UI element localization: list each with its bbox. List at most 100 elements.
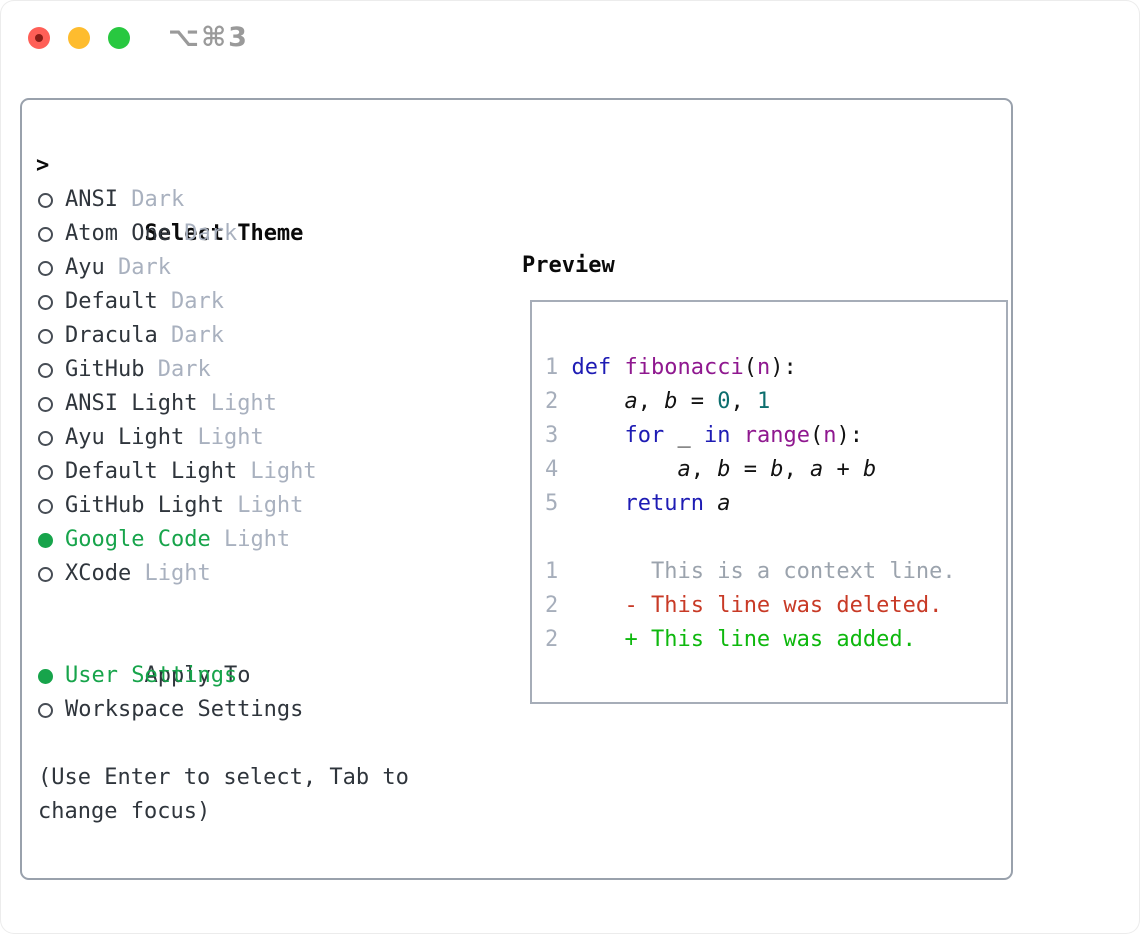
apply-to-title: Apply To (144, 663, 251, 688)
blank-line (545, 521, 1002, 555)
theme-option-github[interactable]: GitHub Dark (22, 353, 492, 387)
code-token: a (809, 457, 824, 482)
theme-name: Ayu (65, 255, 105, 280)
code-token: , (783, 457, 810, 482)
code-token: + (823, 457, 863, 482)
code-token: range (743, 423, 810, 448)
diff-indent (558, 593, 624, 618)
code-token: ): (770, 355, 797, 380)
diff-line-deleted: 2 - This line was deleted. (545, 589, 1002, 623)
code-token: b (862, 457, 877, 482)
line-number: 2 (545, 389, 559, 414)
theme-option-ayu-light[interactable]: Ayu Light Light (22, 421, 492, 455)
zoom-button[interactable] (108, 27, 130, 49)
theme-variant: Light (197, 391, 277, 416)
minimize-button[interactable] (68, 27, 90, 49)
theme-variant: Dark (104, 255, 171, 280)
code-token: = (677, 389, 718, 414)
line-number: 3 (545, 423, 559, 448)
code-token: n (823, 423, 837, 448)
diff-line-added: 2 + This line was added. (545, 623, 1002, 657)
circle-icon (38, 193, 53, 208)
radio-unselected-icon (36, 319, 58, 353)
theme-option-github-light[interactable]: GitHub Light Light (22, 489, 492, 523)
code-line: 3 for _ in range(n): (545, 419, 1002, 453)
spacer (22, 591, 492, 625)
diff-indent (558, 559, 651, 584)
filled-circle-icon (38, 669, 53, 684)
circle-icon (38, 295, 53, 310)
code-token: in (703, 423, 731, 448)
code-token: 0 (717, 389, 731, 414)
theme-name: ANSI Light (65, 391, 198, 416)
code-token: ( (743, 355, 757, 380)
circle-icon (38, 397, 53, 412)
theme-option-xcode[interactable]: XCode Light (22, 557, 492, 591)
theme-option-default[interactable]: Default Dark (22, 285, 492, 319)
theme-option-dracula[interactable]: Dracula Dark (22, 319, 492, 353)
theme-option-ansi[interactable]: ANSI Dark (22, 183, 492, 217)
apply-option-user-settings[interactable]: User Settings (22, 659, 492, 693)
filled-circle-icon (38, 533, 53, 548)
code-token: for (624, 423, 665, 448)
code-preview: 1 def fibonacci(n): 2 a, b = 0, 1 3 for _ … (545, 351, 1002, 657)
line-number: 5 (545, 491, 559, 516)
radio-unselected-icon (36, 353, 58, 387)
circle-icon (38, 465, 53, 480)
line-number: 1 (545, 559, 559, 584)
code-token: fibonacci (624, 355, 744, 380)
title-bar: ⌥⌘3 (0, 0, 1140, 70)
theme-name: GitHub Light (65, 493, 224, 518)
code-token: _ (664, 423, 704, 448)
circle-icon (38, 261, 53, 276)
circle-icon (38, 363, 53, 378)
code-token: return (624, 491, 704, 516)
code-token: ): (836, 423, 863, 448)
apply-option-label: Workspace Settings (65, 697, 304, 722)
radio-unselected-icon (36, 285, 58, 319)
theme-name: Ayu Light (65, 425, 185, 450)
radio-unselected-icon (36, 251, 58, 285)
apply-option-label: User Settings (65, 663, 238, 688)
code-token: , (730, 389, 757, 414)
theme-option-atom-one[interactable]: Atom One Dark (22, 217, 492, 251)
spacer (22, 727, 492, 761)
theme-option-ayu[interactable]: Ayu Dark (22, 251, 492, 285)
code-token: , (690, 457, 718, 482)
code-token (730, 423, 743, 448)
radio-selected-icon (36, 523, 58, 557)
close-button[interactable] (28, 27, 50, 49)
preview-title: Preview (522, 253, 615, 278)
diff-text: - This line was deleted. (624, 593, 943, 618)
theme-variant: Dark (157, 289, 224, 314)
theme-variant: Light (210, 527, 291, 552)
theme-variant: Dark (157, 323, 224, 348)
circle-icon (38, 329, 53, 344)
code-line: 1 def fibonacci(n): (545, 351, 1002, 385)
theme-option-default-light[interactable]: Default Light Light (22, 455, 492, 489)
theme-option-ansi-light[interactable]: ANSI Light Light (22, 387, 492, 421)
window-title: ⌥⌘3 (168, 22, 249, 53)
theme-option-google-code[interactable]: Google Code Light (22, 523, 492, 557)
theme-name: Default Light (65, 459, 238, 484)
select-theme-header: > Select Theme (22, 149, 492, 246)
apply-option-workspace-settings[interactable]: Workspace Settings (22, 693, 492, 727)
radio-unselected-icon (36, 217, 58, 251)
diff-sample: 1 This is a context line.2 - This line w… (545, 555, 1002, 657)
theme-variant: Dark (117, 187, 185, 212)
code-token: ( (809, 423, 824, 448)
theme-name: Dracula (65, 323, 158, 348)
theme-name: ANSI (65, 187, 118, 212)
theme-variant: Light (131, 561, 211, 586)
radio-unselected-icon (36, 557, 58, 591)
code-token (558, 355, 571, 380)
code-token: a (677, 457, 691, 482)
theme-name: XCode (65, 561, 132, 586)
code-token: , (637, 389, 665, 414)
code-token: def (571, 355, 612, 380)
line-number: 2 (545, 593, 559, 618)
